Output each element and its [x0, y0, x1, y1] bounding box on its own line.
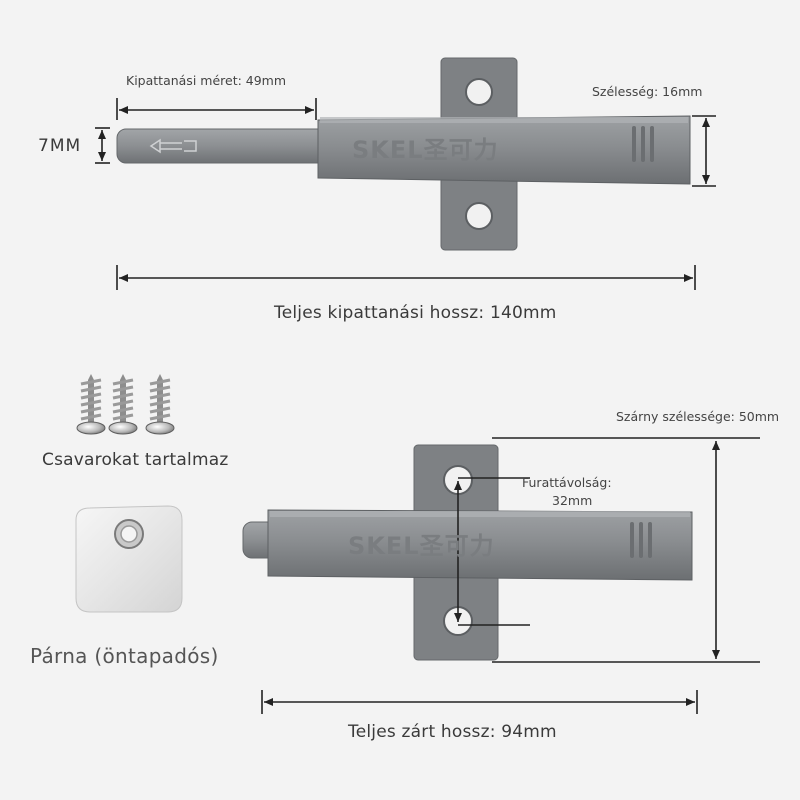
top-plunger-arrow-icon: [149, 138, 197, 154]
top-logo-cjk: 圣可力: [423, 136, 499, 164]
screws-group: [76, 374, 175, 435]
bottom-brand-logo: SKEL圣可力: [348, 526, 495, 561]
bottom-grip-grooves: [630, 522, 652, 558]
label-width-16: Szélesség: 16mm: [592, 84, 703, 99]
top-brand-logo: SKEL圣可力: [352, 130, 499, 165]
top-grip-grooves: [632, 126, 654, 162]
bottom-logo-cjk: 圣可力: [419, 532, 495, 560]
label-pad: Párna (öntapadós): [30, 644, 219, 668]
bottom-body-top-ridge: [270, 511, 690, 517]
label-wing-width: Szárny szélessége: 50mm: [616, 409, 780, 424]
top-logo-text: SKEL: [352, 136, 424, 164]
label-hole-spacing-line1: Furattávolság:: [522, 475, 612, 490]
bottom-logo-text: SKEL: [348, 532, 420, 560]
top-damper-open: [116, 57, 691, 251]
label-closed-length: Teljes zárt hossz: 94mm: [348, 722, 557, 742]
top-plate-hole-lower: [465, 202, 493, 230]
label-stroke-dimension: Kipattanási méret: 49mm: [126, 73, 287, 88]
screw-3: [145, 374, 175, 435]
label-screws-included: Csavarokat tartalmaz: [42, 450, 229, 470]
top-plate-hole-upper: [465, 78, 493, 106]
top-body-top-ridge: [320, 117, 688, 123]
label-diameter-7mm: 7MM: [38, 136, 82, 156]
label-full-stroke-length: Teljes kipattanási hossz: 140mm: [274, 303, 557, 323]
dimension-lines: [95, 98, 760, 714]
top-plunger-rod: [116, 128, 328, 164]
screw-1: [76, 374, 106, 435]
screw-2: [108, 374, 138, 435]
label-hole-spacing-line2: 32mm: [552, 493, 593, 508]
adhesive-pad: [75, 505, 183, 613]
